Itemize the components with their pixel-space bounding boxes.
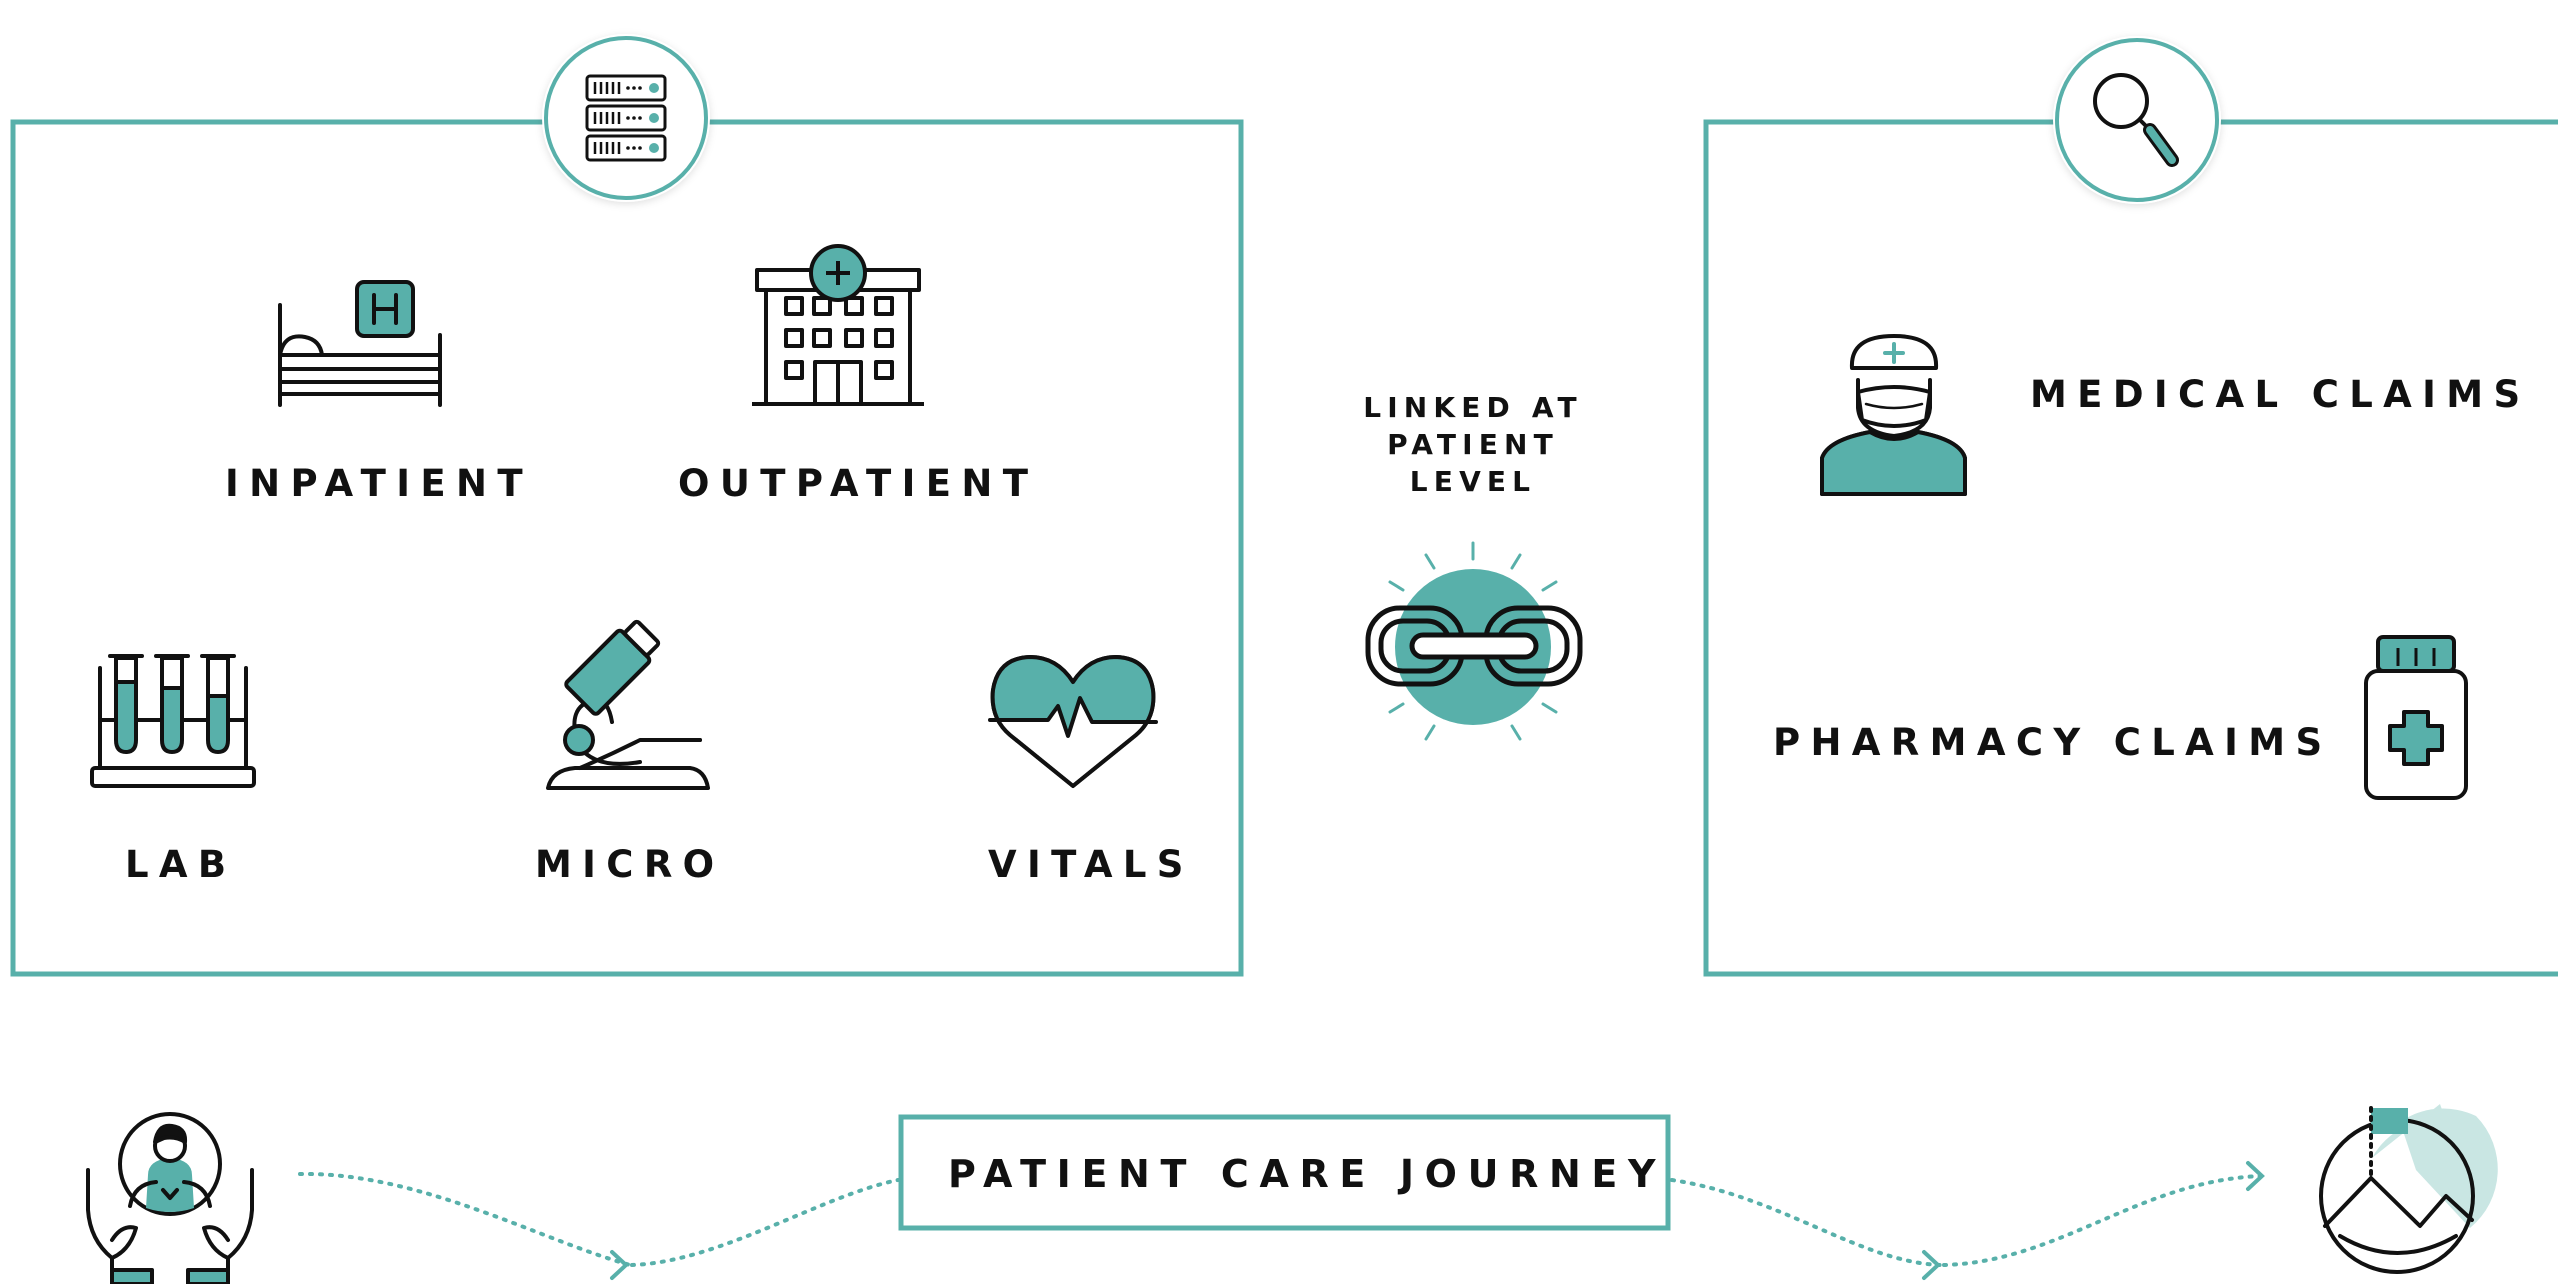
label-outpatient: OUTPATIENT [678,462,1039,505]
label-pharmacy-claims: PHARMACY CLAIMS [1773,721,2333,764]
microscope-icon [546,619,710,790]
journey-connector-mid-left [630,1178,900,1267]
heart-pulse-icon [988,655,1158,788]
label-lab: LAB [125,843,237,886]
link-label-line-2: PATIENT [1387,428,1559,461]
chain-link-icon [1365,541,1583,741]
magnifier-icon [2053,36,2221,204]
label-vitals: VITALS [988,843,1194,886]
mountain-flag-goal-icon [2319,1104,2498,1274]
patient-in-hands-icon [86,1112,254,1284]
label-medical-claims: MEDICAL CLAIMS [2030,373,2531,416]
journey-arrow-mid [1922,1250,1941,1280]
journey-connector-mid-right [1670,1178,1942,1267]
journey-arrow-left [610,1250,629,1280]
hospital-bed-icon [278,280,442,407]
link-label-line-3: LEVEL [1409,465,1537,498]
claims-panel-frame [1703,119,2558,977]
hospital-building-icon [752,244,924,406]
journey-connector-right [1942,1174,2264,1267]
doctor-mask-icon [1820,334,1967,496]
journey-connector-left [298,1171,632,1267]
medicine-bottle-icon [2364,635,2468,800]
journey-label: PATIENT CARE JOURNEY [948,1152,1667,1196]
journey-label-box [898,1114,1671,1231]
journey-arrow-right [2246,1161,2265,1191]
linked-at-patient-level-label: LINKED AT PATIENT LEVEL [1355,389,1591,500]
label-micro: MICRO [535,843,725,886]
server-rack-icon [542,34,710,202]
test-tubes-icon [90,654,256,788]
link-label-line-1: LINKED AT [1363,391,1583,424]
label-inpatient: INPATIENT [225,462,533,505]
